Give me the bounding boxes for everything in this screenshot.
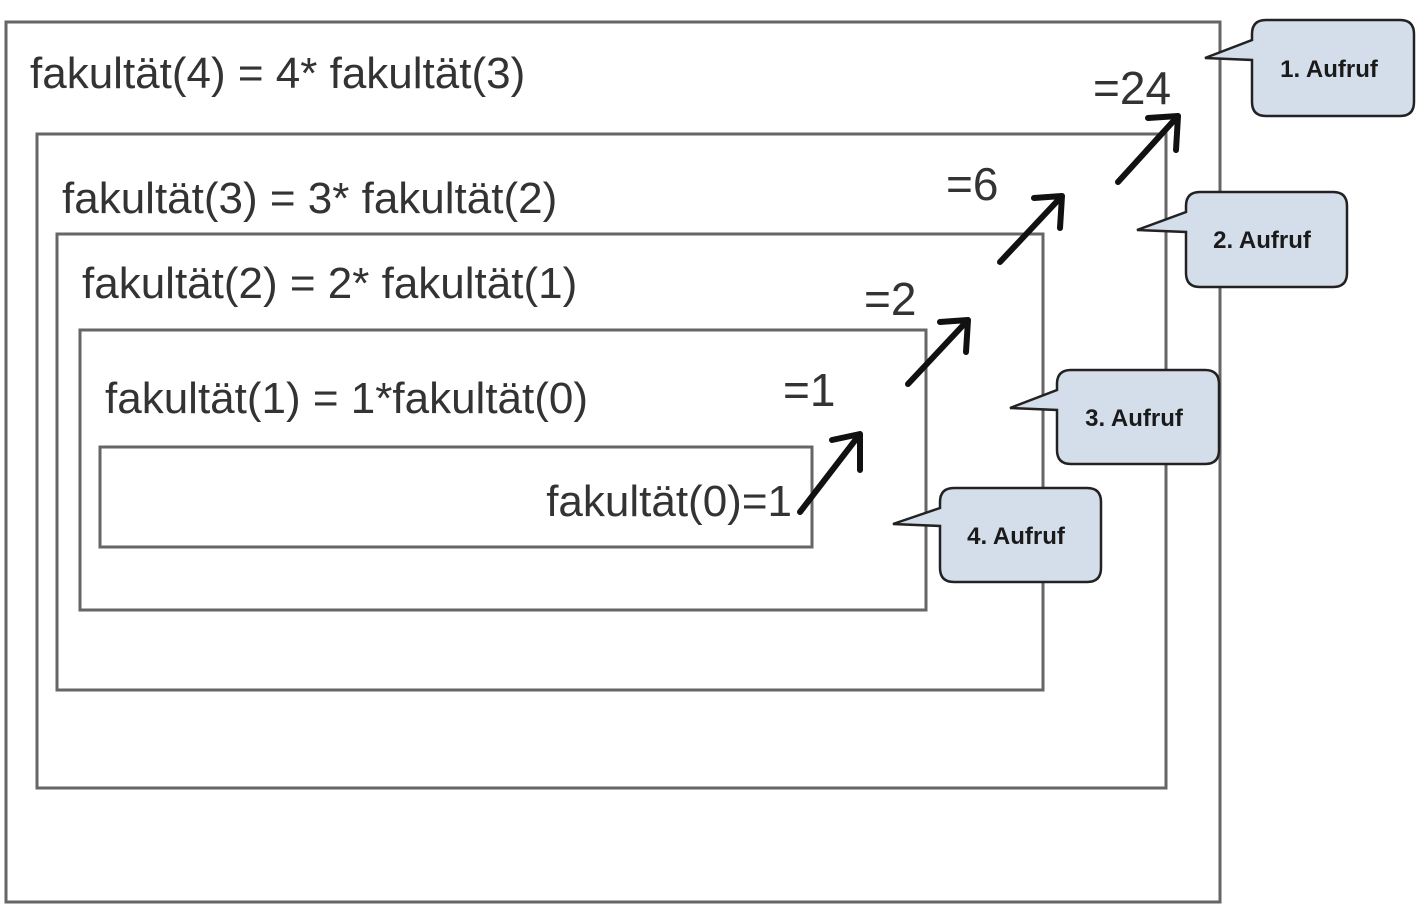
- callout-2: 2. Aufruf: [1136, 190, 1349, 289]
- result-level-4: =1: [783, 364, 835, 416]
- callout-3-label: 3. Aufruf: [1085, 405, 1184, 432]
- equation-level-2: fakultät(3) = 3* fakultät(2): [62, 174, 557, 223]
- call-box-4: [78, 328, 928, 612]
- call-box-3: [55, 232, 1045, 692]
- equation-base-case: fakultät(0)=1: [546, 477, 792, 526]
- callout-4: 4. Aufruf: [892, 486, 1103, 584]
- callout-2-label: 2. Aufruf: [1213, 227, 1312, 254]
- result-level-1: =24: [1093, 62, 1171, 114]
- equation-level-3: fakultät(2) = 2* fakultät(1): [82, 259, 577, 308]
- callout-4-label: 4. Aufruf: [967, 523, 1066, 550]
- call-box-1: [4, 20, 1222, 904]
- return-arrow-icon: [797, 431, 863, 515]
- callout-1-label: 1. Aufruf: [1280, 56, 1379, 83]
- callout-1: 1. Aufruf: [1204, 18, 1416, 118]
- result-level-2: =6: [946, 158, 998, 210]
- return-arrow-icon: [997, 193, 1065, 265]
- result-level-3: =2: [864, 273, 916, 325]
- return-arrow-icon: [1115, 113, 1181, 185]
- equation-level-4: fakultät(1) = 1*fakultät(0): [105, 374, 588, 423]
- equation-level-1: fakultät(4) = 4* fakultät(3): [30, 49, 525, 98]
- callout-3: 3. Aufruf: [1009, 368, 1221, 466]
- return-arrow-icon: [905, 317, 971, 387]
